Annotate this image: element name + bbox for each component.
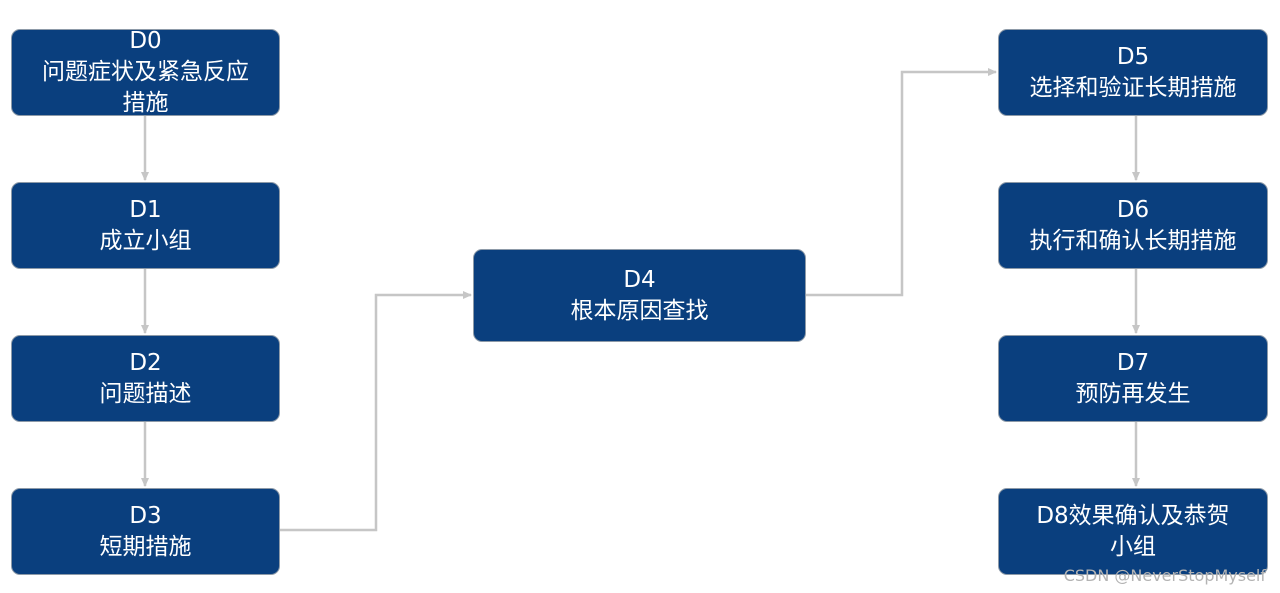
node-d3-title: 短期措施 bbox=[99, 533, 192, 560]
node-d2: D2 问题描述 bbox=[11, 335, 280, 422]
node-d0-title-cont: 措施 bbox=[122, 90, 169, 116]
node-d6-code: D6 bbox=[1116, 196, 1150, 223]
node-d4-code: D4 bbox=[623, 266, 656, 293]
node-d7: D7 预防再发生 bbox=[998, 335, 1268, 422]
node-d1-title: 成立小组 bbox=[99, 227, 192, 254]
node-d0-title: 问题症状及紧急反应 bbox=[42, 59, 249, 85]
node-d4-title: 根本原因查找 bbox=[570, 297, 709, 324]
connector-d3-d4 bbox=[280, 291, 472, 532]
node-d0: D0 问题症状及紧急反应 措施 bbox=[11, 28, 280, 116]
node-d6: D6 执行和确认长期措施 bbox=[998, 182, 1268, 269]
node-d7-code: D7 bbox=[1116, 349, 1150, 376]
node-d1: D1 成立小组 bbox=[11, 182, 280, 269]
node-d2-code: D2 bbox=[129, 349, 162, 376]
node-d8: D8效果确认及恭贺 小组 bbox=[998, 488, 1268, 575]
node-d2-title: 问题描述 bbox=[99, 380, 192, 407]
node-d0-code: D0 bbox=[129, 28, 162, 54]
node-d7-title: 预防再发生 bbox=[1075, 380, 1191, 407]
node-d5: D5 选择和验证长期措施 bbox=[998, 29, 1268, 116]
watermark: CSDN @NeverStopMyself bbox=[1063, 566, 1266, 585]
node-d8-title: D8效果确认及恭贺 bbox=[1036, 502, 1230, 529]
node-d5-code: D5 bbox=[1116, 43, 1150, 70]
connector-d4-d5 bbox=[806, 68, 997, 297]
node-d6-title: 执行和确认长期措施 bbox=[1029, 227, 1237, 254]
node-d1-code: D1 bbox=[129, 196, 162, 223]
node-d3: D3 短期措施 bbox=[11, 488, 280, 575]
node-d8-title-cont: 小组 bbox=[1110, 533, 1156, 560]
node-d4: D4 根本原因查找 bbox=[473, 249, 806, 342]
node-d5-title: 选择和验证长期措施 bbox=[1029, 74, 1237, 101]
node-d3-code: D3 bbox=[129, 502, 162, 529]
